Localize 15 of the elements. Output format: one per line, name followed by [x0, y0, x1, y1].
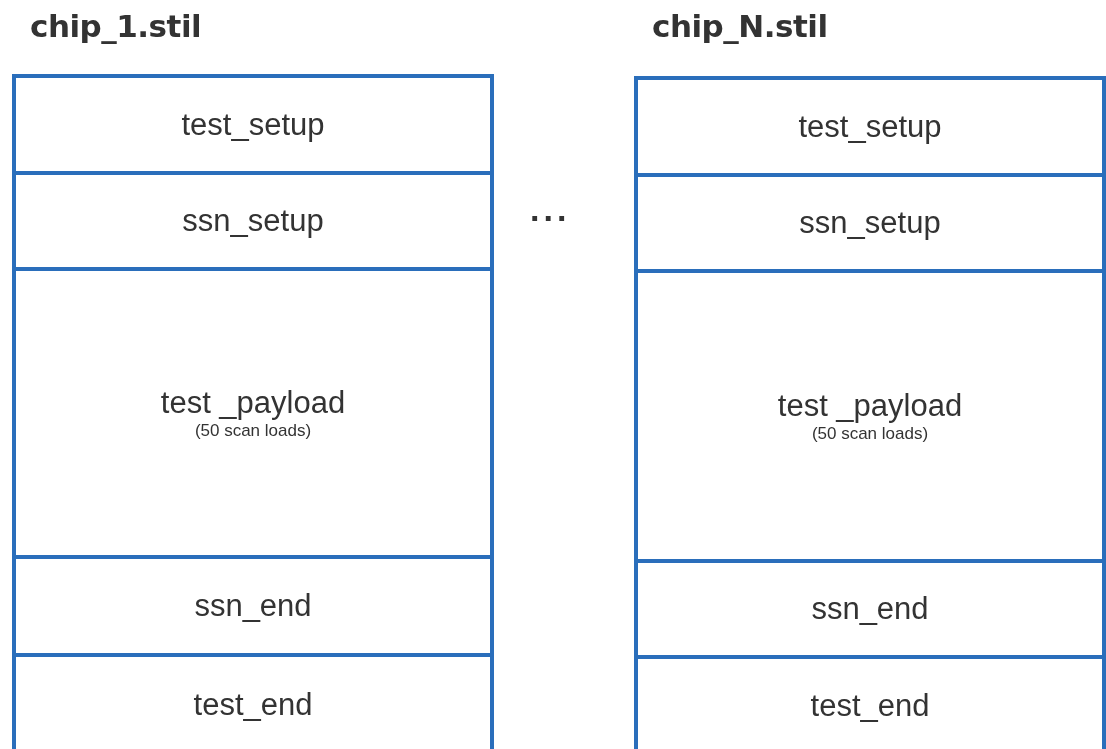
section-name: ssn_end: [811, 591, 929, 627]
ellipsis-label: ...: [530, 190, 571, 229]
section-name: ssn_end: [194, 588, 312, 624]
section-name: test _payload: [160, 385, 346, 421]
section-note: (50 scan loads): [194, 421, 312, 441]
section-name: test_end: [810, 688, 930, 724]
section-name: ssn_setup: [799, 205, 941, 241]
section-name: test _payload: [777, 388, 963, 424]
section-name: test_end: [193, 687, 313, 723]
section-name: ssn_setup: [182, 203, 324, 239]
file-name-heading: chip_N.stil: [652, 8, 828, 44]
section-name: test_setup: [181, 106, 325, 143]
file-name-heading: chip_1.stil: [30, 8, 202, 44]
section-note: (50 scan loads): [811, 424, 929, 444]
section-name: test_setup: [798, 108, 942, 145]
